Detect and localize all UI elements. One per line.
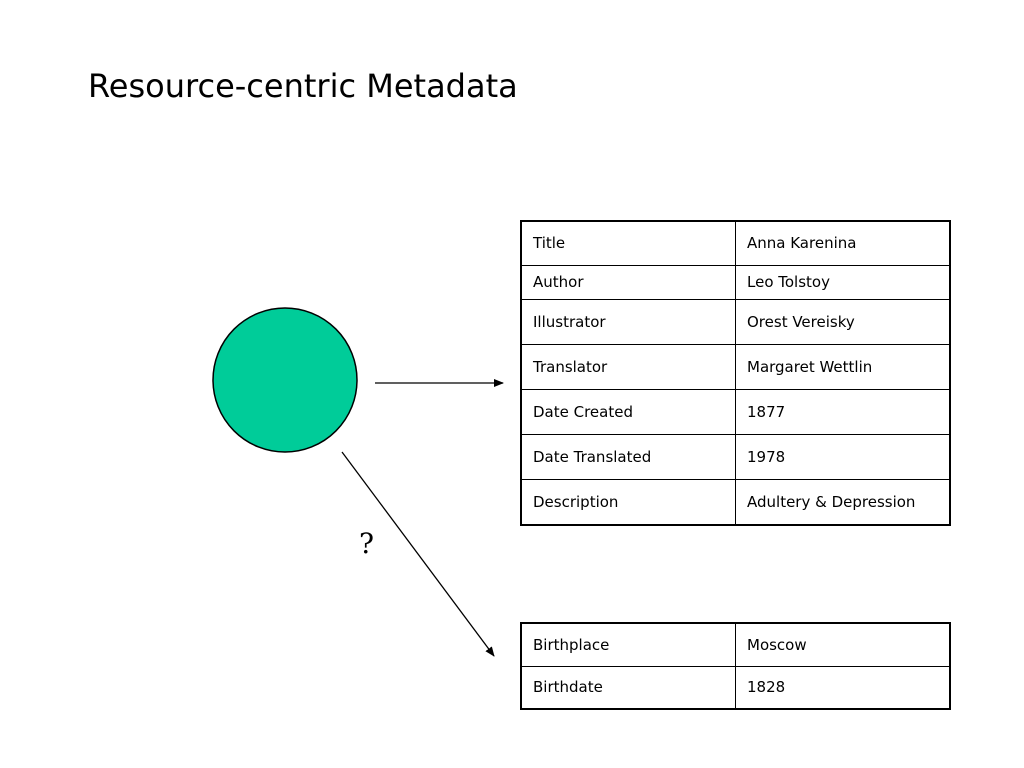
value-cell: 1877	[735, 388, 951, 435]
author-metadata-table: Birthplace Moscow Birthdate 1828	[520, 622, 951, 710]
value-cell: Leo Tolstoy	[735, 264, 951, 300]
value-cell: Adultery & Depression	[735, 478, 951, 526]
value-cell: Margaret Wettlin	[735, 343, 951, 390]
property-cell: Date Translated	[520, 433, 736, 480]
resource-metadata-table: Title Anna Karenina Author Leo Tolstoy I…	[520, 220, 951, 526]
value-cell: Moscow	[735, 622, 951, 667]
arrow-to-author-metadata	[341, 451, 495, 657]
property-cell: Date Created	[520, 388, 736, 435]
property-cell: Birthplace	[520, 622, 736, 667]
value-cell: Orest Vereisky	[735, 298, 951, 345]
table-row: Illustrator Orest Vereisky	[520, 298, 951, 345]
resource-node	[212, 307, 358, 453]
table-row: Date Translated 1978	[520, 433, 951, 480]
table-row: Date Created 1877	[520, 388, 951, 435]
question-mark-label: ?	[359, 527, 375, 560]
table-row: Birthplace Moscow	[520, 622, 951, 667]
property-cell: Illustrator	[520, 298, 736, 345]
property-cell: Description	[520, 478, 736, 526]
property-cell: Birthdate	[520, 665, 736, 710]
table-row: Author Leo Tolstoy	[520, 264, 951, 300]
table-row: Description Adultery & Depression	[520, 478, 951, 526]
table-row: Title Anna Karenina	[520, 220, 951, 266]
value-cell: 1978	[735, 433, 951, 480]
value-cell: 1828	[735, 665, 951, 710]
property-cell: Author	[520, 264, 736, 300]
slide-title: Resource-centric Metadata	[88, 67, 518, 105]
table-row: Birthdate 1828	[520, 665, 951, 710]
property-cell: Translator	[520, 343, 736, 390]
value-cell: Anna Karenina	[735, 220, 951, 266]
table-row: Translator Margaret Wettlin	[520, 343, 951, 390]
property-cell: Title	[520, 220, 736, 266]
